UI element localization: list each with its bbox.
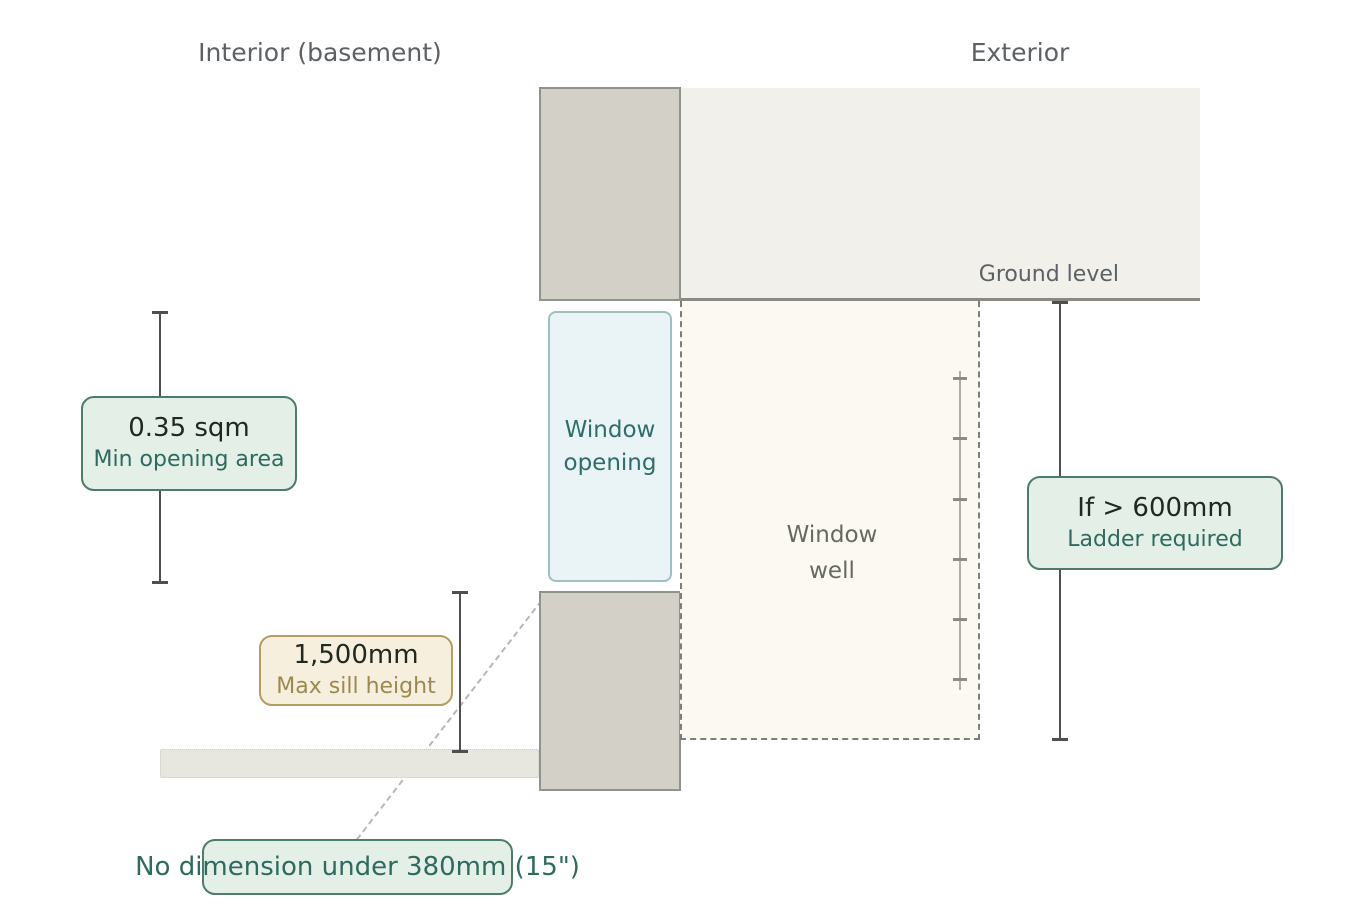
window-opening-label-line2: opening: [563, 449, 657, 476]
max-sill-height-caption: Max sill height: [276, 674, 436, 700]
dimension-cap: [1052, 738, 1068, 741]
exterior-region-label: Exterior: [970, 38, 1070, 67]
dimension-line: [459, 592, 461, 752]
ladder-rung-icon: [953, 377, 967, 380]
min-dimension-note-callout: No dimension under 380mm (15"): [135, 839, 580, 895]
window-well-label: Window well: [732, 518, 932, 589]
wall-below-window: [539, 591, 681, 791]
window-well-label-line2: well: [809, 557, 855, 584]
ground-level-label: Ground level: [978, 262, 1119, 287]
max-sill-height-callout: 1,500mm Max sill height: [259, 635, 453, 706]
ladder-rung-icon: [953, 558, 967, 561]
window-opening-label-line1: Window: [564, 417, 656, 444]
min-opening-area-callout: 0.35 sqm Min opening area: [81, 396, 297, 491]
window-well-outline: [680, 301, 980, 740]
ladder-rung-icon: [953, 498, 967, 501]
dimension-cap: [1052, 301, 1068, 304]
dimension-cap: [152, 581, 168, 584]
ladder-icon: [959, 371, 961, 690]
exterior-soil-block: [681, 88, 1200, 299]
ladder-rung-icon: [953, 618, 967, 621]
dimension-cap: [452, 591, 468, 594]
sill-height-dimension-line: [452, 591, 468, 753]
window-opening-rect: Window opening: [548, 311, 672, 582]
ladder-required-callout: If > 600mm Ladder required: [1027, 476, 1283, 570]
dimension-cap: [452, 750, 468, 753]
max-sill-height-value: 1,500mm: [293, 640, 419, 671]
interior-region-label: Interior (basement): [198, 38, 442, 67]
ladder-rung-icon: [953, 437, 967, 440]
interior-floor-slab: [160, 749, 539, 778]
min-opening-area-value: 0.35 sqm: [128, 413, 250, 444]
ladder-rung-icon: [953, 678, 967, 681]
ladder-required-caption: Ladder required: [1067, 526, 1243, 552]
min-dimension-note-text: No dimension under 380mm (15"): [135, 852, 580, 882]
ground-level-line: [681, 298, 1200, 301]
dimension-cap: [152, 311, 168, 314]
min-opening-area-caption: Min opening area: [93, 447, 285, 473]
ladder-required-value: If > 600mm: [1077, 492, 1233, 523]
window-well-label-line1: Window: [786, 522, 878, 548]
wall-above-window: [539, 87, 681, 301]
